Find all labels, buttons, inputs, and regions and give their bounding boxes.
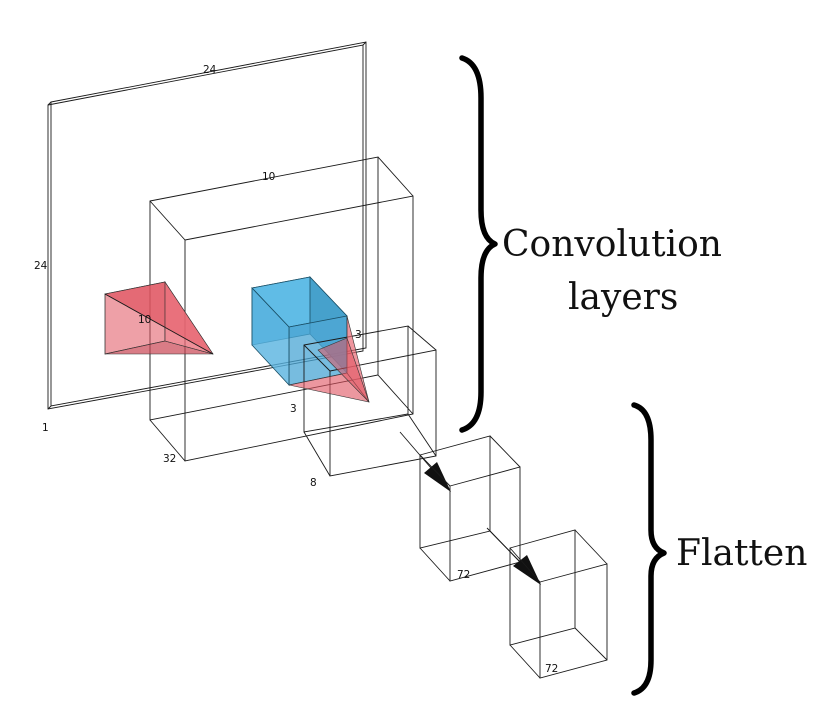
flatten1-back-face — [419, 435, 491, 549]
flatten2-layer — [509, 529, 608, 679]
conv2-layer — [303, 325, 437, 477]
convolution-brace — [459, 55, 498, 433]
conv2-cone-face — [317, 337, 370, 403]
input-depth-label: 1 — [42, 422, 49, 434]
flatten-brace — [631, 402, 667, 696]
convolution-label-line2: layers — [568, 277, 678, 318]
input-layer-back-face — [50, 41, 367, 407]
flatten-label: Flatten — [676, 533, 807, 574]
arrow-flatten1-to-flatten2 — [486, 527, 541, 585]
conv1-kernel — [104, 281, 214, 355]
conv2-depth-label: 8 — [310, 477, 317, 489]
flatten2-front-face — [539, 563, 608, 679]
flatten2-depth-label: 72 — [545, 663, 558, 675]
flatten1-layer — [419, 435, 521, 582]
arrow-conv2-to-flatten1 — [399, 431, 451, 492]
conv2-height-label: 3 — [355, 329, 362, 341]
conv2-projection-cone — [288, 315, 370, 403]
arrow-head — [424, 462, 451, 492]
conv1-kernel-size-label: 10 — [138, 314, 151, 326]
input-height-label: 24 — [34, 260, 48, 272]
input-width-label: 24 — [203, 64, 217, 76]
conv1-depth-label: 32 — [163, 453, 176, 465]
conv2-width-label: 3 — [290, 403, 297, 415]
input-layer — [47, 41, 367, 410]
flatten1-depth-label: 72 — [457, 569, 470, 581]
flatten1-front-face — [449, 466, 521, 582]
convolution-label-line1: Convolution — [502, 224, 722, 265]
conv1-width-label: 10 — [262, 171, 275, 183]
input-layer-front-face — [47, 44, 364, 410]
arrow-head — [513, 555, 541, 585]
conv1-kernel-cone-right — [164, 281, 214, 355]
